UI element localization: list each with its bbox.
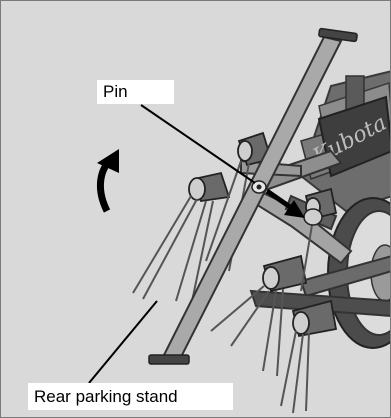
pin-label: Pin <box>97 80 174 104</box>
rear-parking-stand-label: Rear parking stand <box>28 383 233 410</box>
